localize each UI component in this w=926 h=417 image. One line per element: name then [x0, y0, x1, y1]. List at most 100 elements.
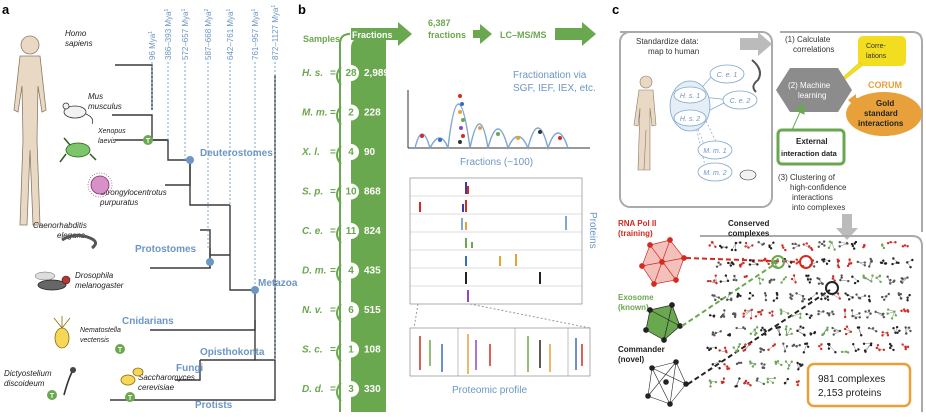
- complex-node: [881, 262, 883, 264]
- complex-node: [887, 308, 889, 310]
- complex-node: [799, 313, 801, 315]
- complex-node: [901, 281, 903, 283]
- complex-node: [752, 260, 754, 262]
- mya-label: 96 Mya1: [148, 31, 157, 60]
- complex-node: [719, 330, 721, 332]
- complex-node: [818, 282, 820, 284]
- complex-node: [808, 245, 810, 247]
- commander-network: [646, 360, 689, 407]
- complex-node: [791, 278, 793, 280]
- complex-node: [754, 328, 756, 330]
- complex-node: [827, 296, 829, 298]
- fraction-count: 108: [364, 345, 381, 356]
- complex-node: [780, 309, 782, 311]
- sample-count: 11: [346, 226, 357, 237]
- complex-node: [906, 261, 908, 263]
- complex-node: [837, 292, 839, 294]
- complex-node: [791, 361, 793, 363]
- complex-node: [713, 279, 715, 281]
- complex-node: [742, 315, 744, 317]
- sample-species: D. m.: [302, 266, 326, 277]
- complex-node: [901, 343, 903, 345]
- complex-node: [777, 326, 779, 328]
- complex-node: [749, 263, 751, 265]
- complex-node: [797, 384, 799, 386]
- complex-node: [724, 347, 726, 349]
- fractionation-label: Fractionation via: [513, 70, 587, 81]
- complex-node: [801, 300, 803, 302]
- complex-node: [863, 276, 865, 278]
- complex-node: [785, 325, 787, 327]
- complex-node: [857, 261, 859, 263]
- sample-species: M. m.: [302, 108, 328, 119]
- complex-node: [721, 315, 723, 317]
- complex-node: [792, 247, 794, 249]
- lcms-arrow-1: [473, 24, 492, 44]
- complex-node: [715, 274, 717, 276]
- complex-node: [739, 241, 741, 243]
- complex-node: [708, 349, 710, 351]
- complex-node: [907, 346, 909, 348]
- complex-node: [777, 360, 779, 362]
- complex-node: [810, 297, 812, 299]
- complex-node: [851, 243, 853, 245]
- complex-node: [881, 296, 883, 298]
- complex-node: [864, 264, 866, 266]
- external-data-box: [778, 130, 844, 164]
- complex-node: [713, 334, 715, 336]
- complex-node: [901, 277, 903, 279]
- complex-node: [718, 349, 720, 351]
- sample-equals: =: [330, 384, 336, 395]
- complex-node: [796, 330, 798, 332]
- complex-node: [709, 314, 711, 316]
- mya-label: 642–761 Mya1: [226, 9, 235, 60]
- complex-node: [864, 295, 866, 297]
- training-badges: T T T T: [47, 135, 153, 402]
- sample-count: 4: [348, 147, 354, 158]
- complex-node: [807, 278, 809, 280]
- complex-node: [712, 331, 714, 333]
- complex-node: [766, 260, 768, 262]
- complex-node: [742, 349, 744, 351]
- complex-node: [809, 281, 811, 283]
- complex-node: [905, 332, 907, 334]
- complex-node: [896, 326, 898, 328]
- complex-node: [760, 313, 762, 315]
- complex-node: [788, 364, 790, 366]
- complex-node: [827, 299, 829, 301]
- complex-node: [869, 312, 871, 314]
- lcms-arrow-2: [555, 22, 596, 46]
- human-icon: [14, 36, 46, 225]
- complex-node: [752, 365, 754, 367]
- complex-edge: [840, 244, 848, 247]
- mouse-small-icon: [740, 170, 756, 180]
- complex-node: [715, 282, 717, 284]
- complex-node: [726, 299, 728, 301]
- complex-node: [824, 297, 826, 299]
- complex-node: [793, 274, 795, 276]
- complex-node: [710, 381, 712, 383]
- complex-node: [809, 278, 811, 280]
- svg-text:T: T: [50, 393, 55, 400]
- complex-node: [776, 292, 778, 294]
- complex-node: [868, 265, 870, 267]
- svg-text:Saccharomyces: Saccharomyces: [138, 373, 195, 382]
- complex-node: [885, 295, 887, 297]
- complex-node: [839, 297, 841, 299]
- complex-node: [879, 275, 881, 277]
- complex-node: [749, 360, 751, 362]
- complex-node: [723, 377, 725, 379]
- complex-node: [850, 331, 852, 333]
- mya-label: 587–668 Mya2: [204, 9, 213, 60]
- complex-node: [902, 245, 904, 247]
- complex-node: [870, 260, 872, 262]
- complex-node: [821, 292, 823, 294]
- complex-node: [765, 299, 767, 301]
- complex-node: [791, 333, 793, 335]
- complex-node: [863, 343, 865, 345]
- mya-label: 872–1127 Mya1: [271, 5, 280, 60]
- complex-node: [761, 309, 763, 311]
- svg-text:Protists: Protists: [195, 400, 233, 411]
- complex-node: [833, 333, 835, 335]
